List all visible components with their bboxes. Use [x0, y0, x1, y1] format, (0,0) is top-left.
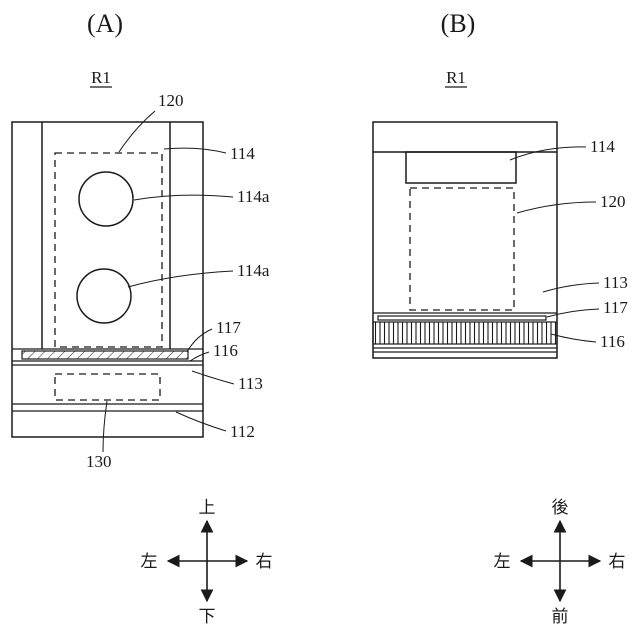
panel-a-title: (A): [87, 9, 123, 38]
compass-a-down-label: 下: [199, 607, 216, 626]
hatched-band-116-b: [372, 321, 558, 345]
leader-117-b: [546, 308, 600, 318]
label-117-b: 117: [603, 298, 628, 317]
component-120-dashed-b: [409, 187, 515, 311]
housing-outline-a: [11, 121, 204, 438]
leader-116-a: [189, 351, 210, 362]
label-113-b: 113: [603, 273, 628, 292]
leader-120-a: [118, 110, 156, 153]
compass-a-up-label: 上: [199, 498, 216, 517]
leader-113-a: [191, 370, 235, 385]
compass-b-up-label: 後: [552, 498, 569, 517]
compass-b-left-label: 左: [494, 552, 511, 571]
label-130-a: 130: [86, 452, 112, 471]
label-113-a: 113: [238, 374, 263, 393]
label-117-a: 117: [216, 318, 241, 337]
panel-b-ref-label: R1: [446, 68, 466, 87]
compass-b-down-label: 前: [552, 607, 569, 626]
compass-b-right-label: 右: [609, 552, 626, 571]
leader-117-a: [186, 328, 213, 353]
panel-b: (B) R1 114 120 113 117 116: [372, 9, 628, 359]
opening-114a-upper: [78, 171, 134, 227]
label-120-a: 120: [158, 91, 184, 110]
panel-a: (A) R1 120 114 114a 114a 117 116: [11, 9, 270, 471]
label-114-b: 114: [590, 137, 615, 156]
opening-114a-lower: [76, 268, 132, 324]
label-116-b: 116: [600, 332, 625, 351]
compass-a: 上 下 左 右: [141, 498, 273, 626]
compass-a-left-label: 左: [141, 552, 158, 571]
label-114a-lower: 114a: [237, 261, 270, 280]
label-114-a: 114: [230, 144, 255, 163]
leader-114a-lower: [127, 270, 234, 288]
leader-120-b: [516, 201, 597, 214]
label-116-a: 116: [213, 341, 238, 360]
compass-b: 後 前 左 右: [494, 498, 626, 626]
leader-114-a: [163, 147, 227, 154]
panel-a-ref-label: R1: [91, 68, 111, 87]
hatched-strip-117-a: [21, 350, 189, 360]
housing-outline-b: [372, 121, 558, 359]
compass-a-right-label: 右: [256, 552, 273, 571]
leader-116-b: [550, 333, 597, 343]
label-114a-upper: 114a: [237, 187, 270, 206]
leader-113-b: [542, 282, 600, 293]
leader-130-a: [102, 400, 108, 453]
leader-114-b: [509, 146, 587, 161]
label-112-a: 112: [230, 422, 255, 441]
leader-114a-upper: [133, 194, 234, 201]
component-130-dashed: [54, 373, 161, 401]
top-block-114-b: [405, 151, 517, 184]
panel-b-title: (B): [441, 9, 476, 38]
plate-117-b: [377, 315, 547, 321]
label-120-b: 120: [600, 192, 626, 211]
component-120-dashed-a: [54, 152, 163, 348]
leader-112-a: [175, 411, 227, 432]
